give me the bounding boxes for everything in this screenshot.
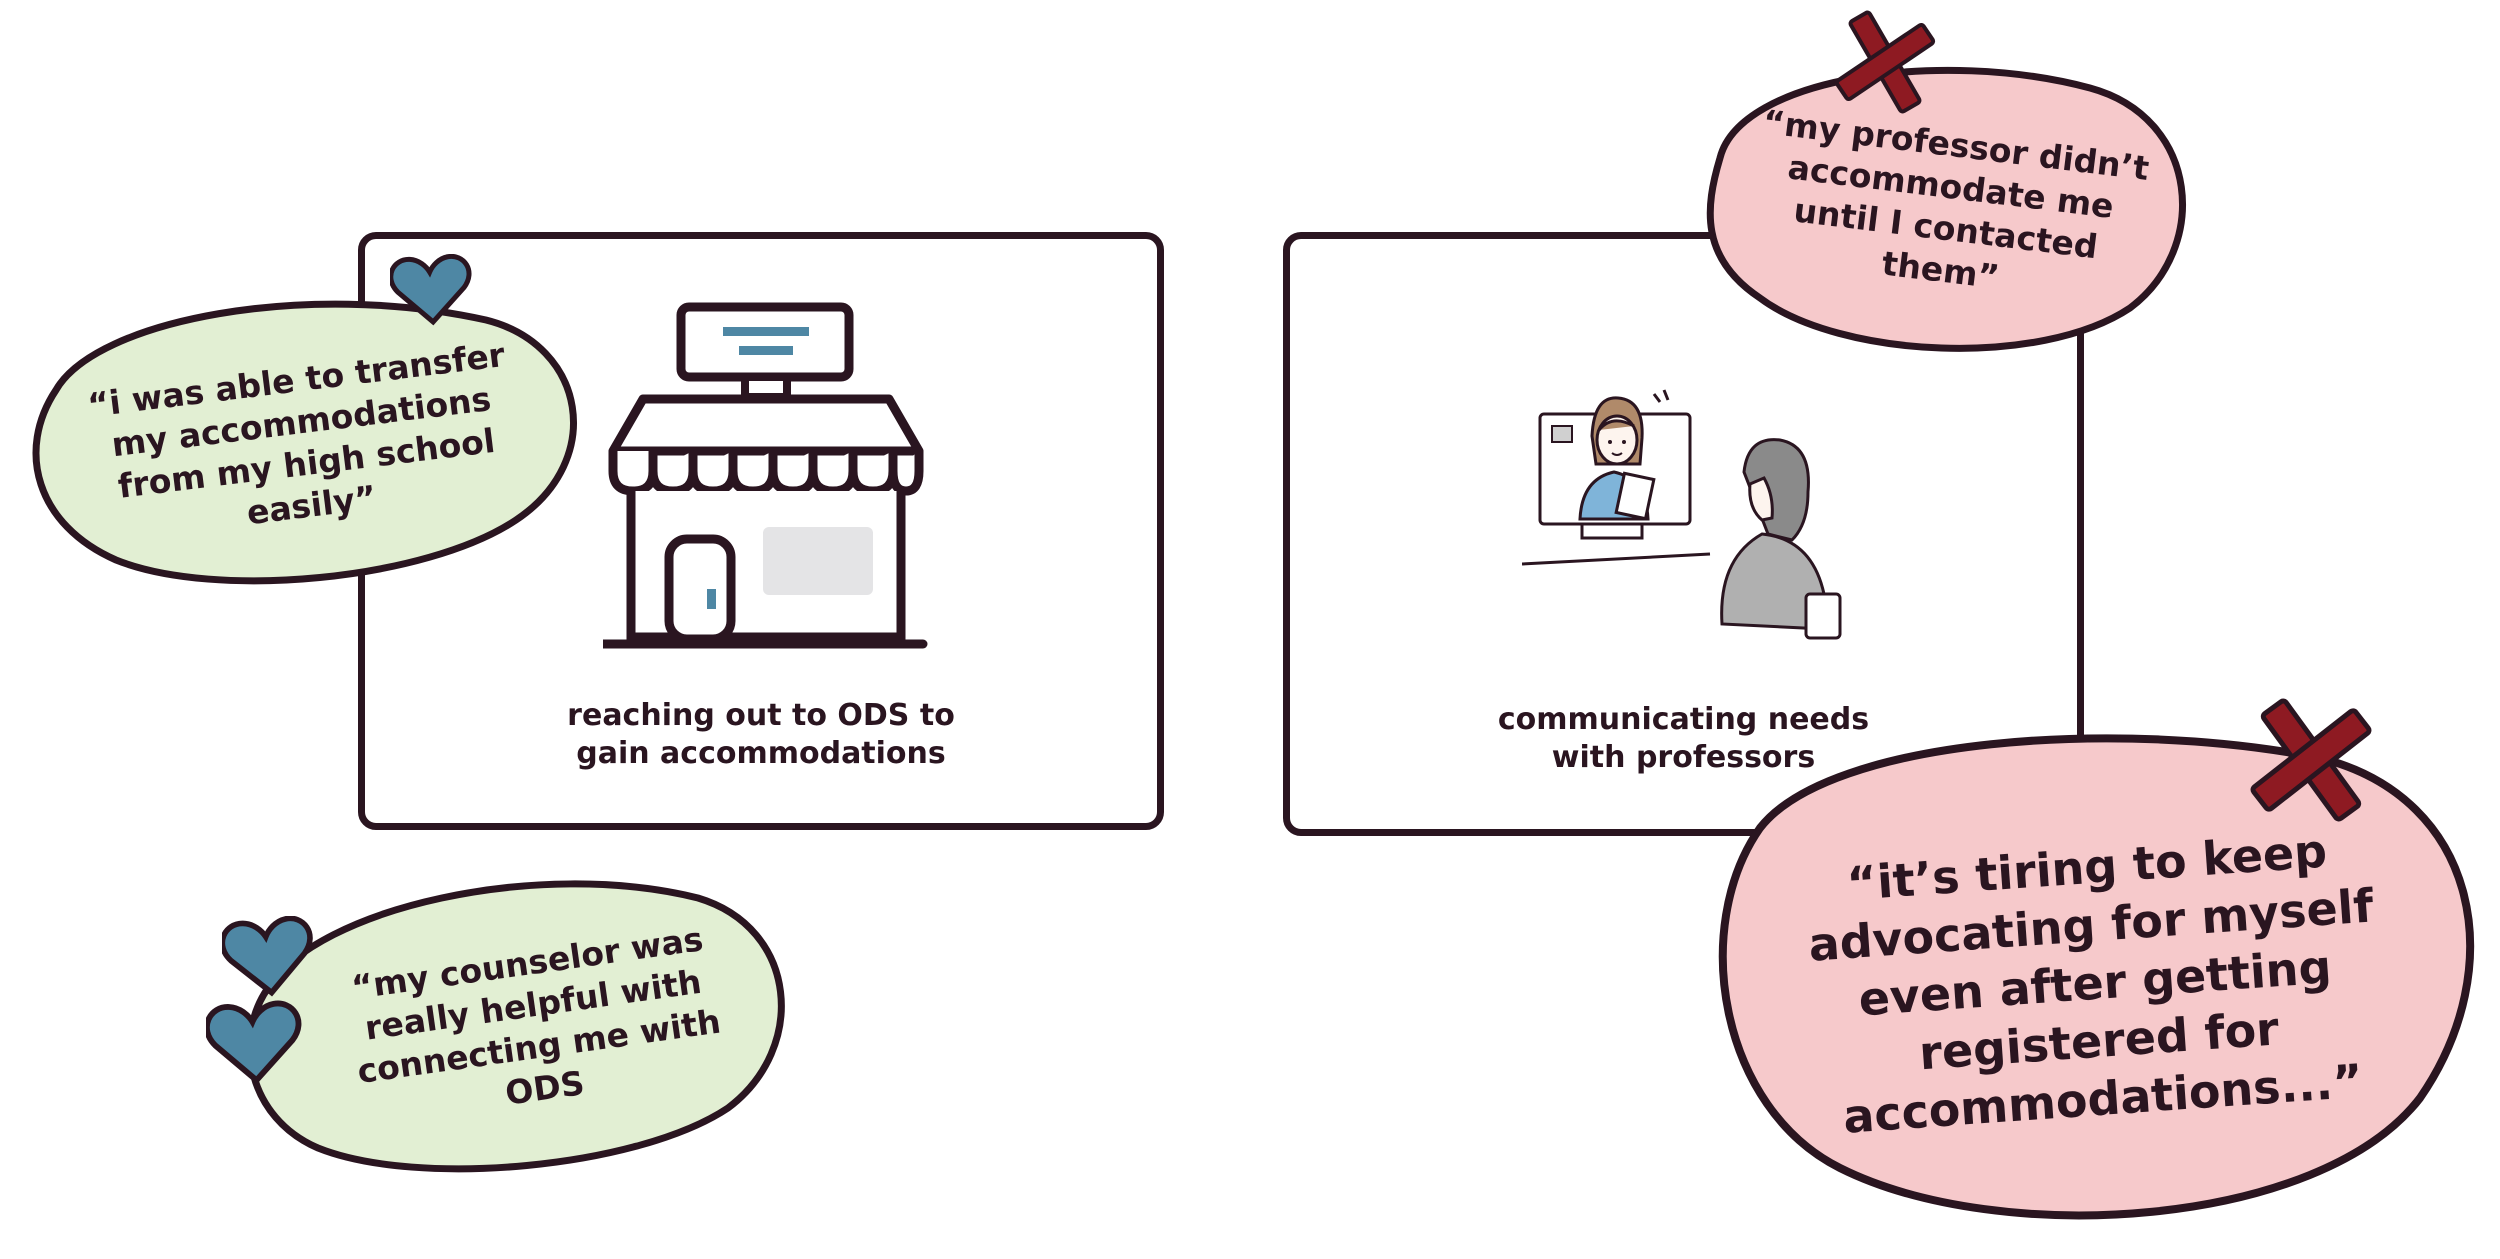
x-icon <box>1834 10 1936 114</box>
heart-icon <box>222 916 313 997</box>
storefront-icon <box>603 302 928 649</box>
card-caption-line: with professors <box>1551 740 1816 775</box>
video-call-illustration <box>1522 389 1842 640</box>
quote-bubble-professor: “my professor didn’t accommodate me unti… <box>1700 58 2196 358</box>
quote-bubble-transfer: “i was able to transfer my accommodation… <box>26 290 582 596</box>
quote-bubble-counselor: “my counselor was really helpful with co… <box>238 868 794 1184</box>
heart-icon <box>390 254 472 326</box>
quote-bubble-tiring: “it’s tiring to keep advocating for myse… <box>1700 728 2490 1238</box>
card-caption-line: gain accommodations <box>576 736 946 771</box>
heart-icon <box>206 1000 302 1085</box>
card-reaching-out: reaching out to ODS to gain accommodatio… <box>358 232 1164 830</box>
x-icon <box>2250 698 2372 822</box>
card-caption-line: communicating needs <box>1497 702 1870 737</box>
card-caption-line: reaching out to ODS to <box>567 698 955 733</box>
